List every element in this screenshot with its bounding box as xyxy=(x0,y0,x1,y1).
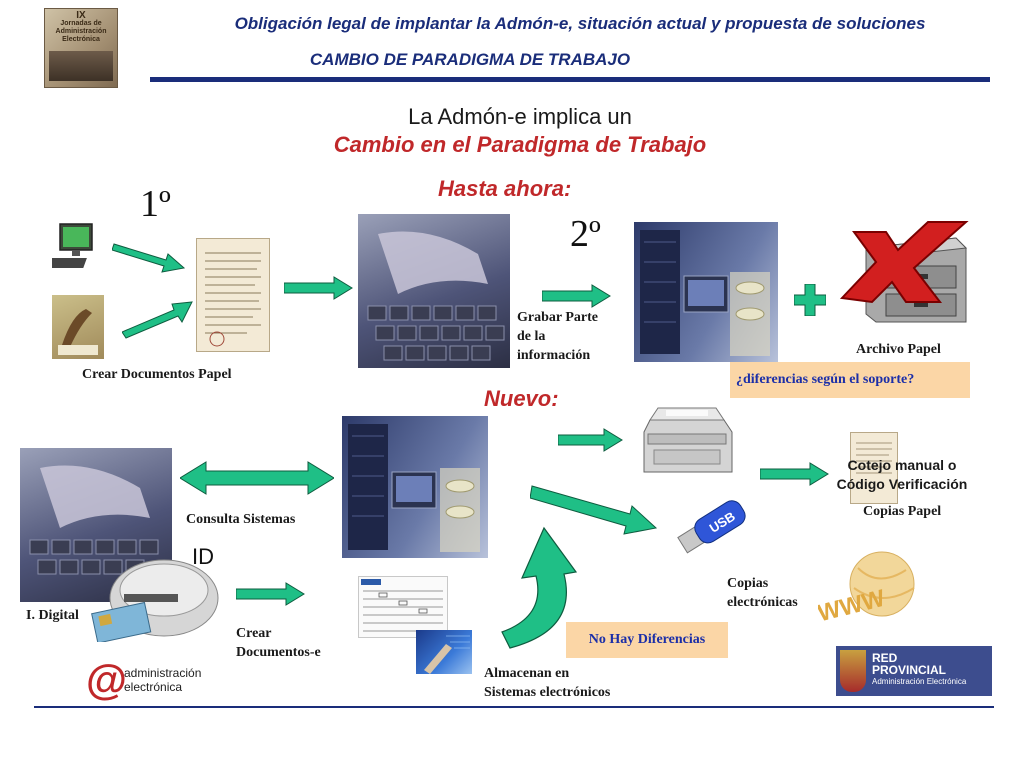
consulta-sistemas-label: Consulta Sistemas xyxy=(186,512,296,527)
double-arrow-icon xyxy=(180,460,334,496)
plus-icon xyxy=(794,284,826,316)
copias-e-line: electrónicas xyxy=(727,595,798,610)
paper-copy-image xyxy=(850,432,898,504)
grabar-line: Grabar Parte xyxy=(517,310,598,325)
crear-line: Crear xyxy=(236,626,272,641)
usb-stick-image: USB xyxy=(672,488,752,568)
cover-line: Jornadas de xyxy=(60,20,102,27)
curved-arrow-icon xyxy=(500,520,584,650)
server-image xyxy=(342,416,488,558)
copias-e-line: Copias xyxy=(727,576,769,591)
cover-book-image: IX Jornadas de Administración Electrónic… xyxy=(44,8,118,88)
intro-line1: La Admón-e implica un xyxy=(408,104,632,129)
archivo-papel-label: Archivo Papel xyxy=(856,342,941,357)
arrow-icon xyxy=(760,462,830,486)
logo-red-line: PROVINCIAL xyxy=(872,663,947,677)
almacenan-line: Sistemas electrónicos xyxy=(484,685,611,700)
logo-red-line: RED xyxy=(872,651,898,665)
arrow-icon xyxy=(236,582,306,606)
step-1-label: 1º xyxy=(140,183,171,225)
handwriting-image xyxy=(52,295,104,359)
cover-line: Electrónica xyxy=(62,36,100,43)
header-subtitle: CAMBIO DE PARADIGMA DE TRABAJO xyxy=(309,50,631,69)
footer-divider xyxy=(34,706,994,708)
administracion-electronica-logo: @ administración electrónica xyxy=(86,656,226,704)
id-card-reader-image xyxy=(84,546,220,642)
arrow-icon xyxy=(284,276,354,300)
cover-line: IX xyxy=(76,10,86,21)
cotejo-label: Cotejo manual o Código Verificación xyxy=(812,456,992,494)
grabar-line: información xyxy=(517,348,591,363)
arrow-icon xyxy=(122,298,194,340)
copias-electronicas-label: Copias electrónicas xyxy=(727,574,798,612)
cotejo-line: Código Verificación xyxy=(836,476,968,492)
file-cabinet-image xyxy=(836,218,976,328)
logo-line: electrónica xyxy=(124,680,183,694)
logo-line: administración xyxy=(124,666,202,680)
diferencias-question-box: ¿diferencias según el soporte? xyxy=(730,362,970,398)
cotejo-line: Cotejo manual o xyxy=(847,457,957,473)
crear-documentos-papel-label: Crear Documentos Papel xyxy=(82,367,232,382)
crear-documentos-e-label: Crear Documentos-e xyxy=(236,624,321,662)
grabar-line: de la xyxy=(517,329,546,344)
hasta-ahora-heading: Hasta ahora: xyxy=(438,176,572,201)
almacenan-label: Almacenan en Sistemas electrónicos xyxy=(484,664,610,702)
digital-pen-image xyxy=(416,630,472,674)
arrow-icon xyxy=(542,284,612,308)
electronic-form-image xyxy=(358,576,448,638)
server-image xyxy=(634,222,778,362)
nuevo-heading: Nuevo: xyxy=(484,386,559,411)
header-title: Obligación legal de implantar la Admón-e… xyxy=(234,14,926,33)
step-2-label: 2º xyxy=(570,213,601,255)
red-x-icon xyxy=(839,221,969,304)
no-hay-diferencias-box: No Hay Diferencias xyxy=(566,622,728,658)
keyboard-typing-image xyxy=(358,214,510,368)
computer-icon xyxy=(52,222,104,272)
logo-red-line: Administración Electrónica xyxy=(872,677,967,686)
header-divider xyxy=(150,77,990,82)
red-provincial-logo: RED PROVINCIAL Administración Electrónic… xyxy=(836,646,992,696)
id-label: ID xyxy=(192,544,214,569)
almacenan-line: Almacenan en xyxy=(484,666,570,681)
paper-document-image xyxy=(196,238,270,352)
cover-line: Administración xyxy=(55,28,107,35)
copias-papel-label: Copias Papel xyxy=(863,504,942,519)
grabar-parte-label: Grabar Parte de la información xyxy=(517,308,598,365)
i-digital-label: I. Digital xyxy=(26,608,79,623)
printer-image xyxy=(640,406,734,476)
crear-line: Documentos-e xyxy=(236,645,321,660)
arrow-icon xyxy=(530,484,658,536)
coat-of-arms-icon xyxy=(840,650,866,692)
intro-line2: Cambio en el Paradigma de Trabajo xyxy=(333,132,707,157)
arrow-icon xyxy=(558,428,624,452)
www-globe-image: WWW xyxy=(818,548,918,628)
at-sign-icon: @ xyxy=(86,656,127,703)
arrow-icon xyxy=(112,236,186,276)
www-text: WWW xyxy=(818,585,888,628)
